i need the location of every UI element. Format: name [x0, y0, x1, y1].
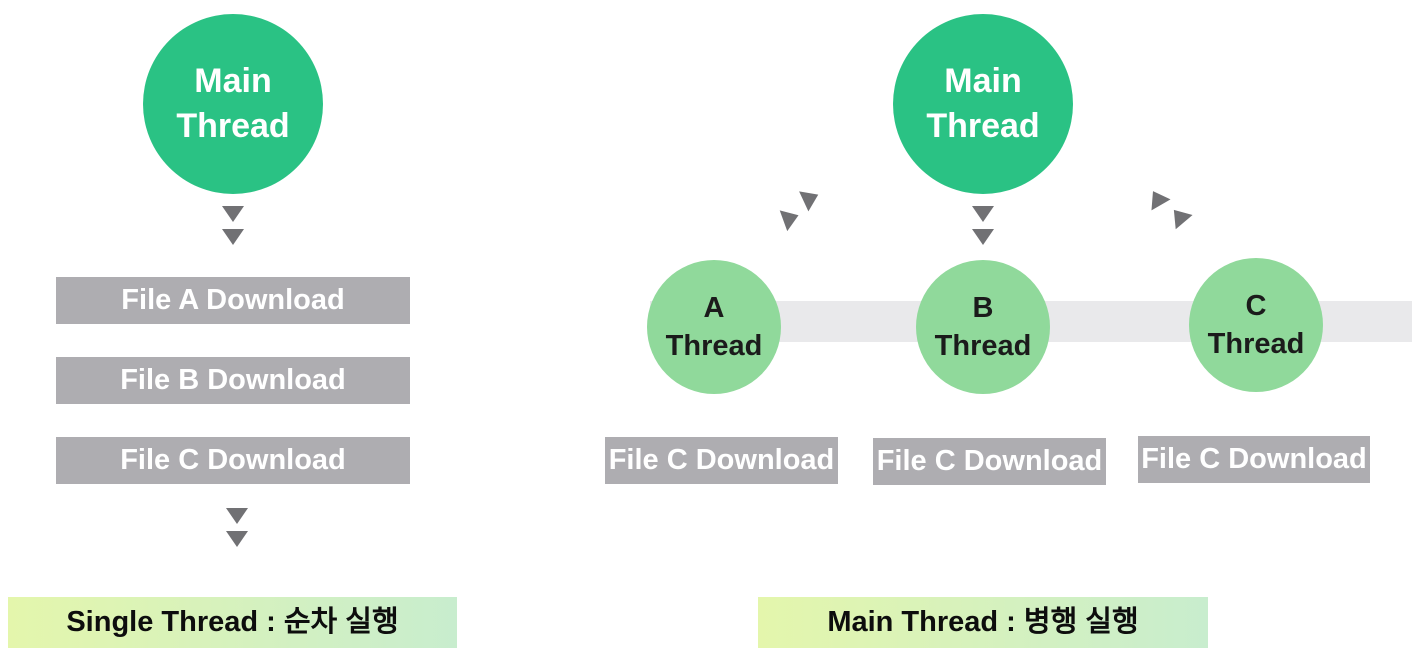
down-arrow-icon	[972, 206, 994, 222]
thread-c-circle: C Thread	[1189, 258, 1323, 392]
thread-word: Thread	[1207, 328, 1305, 360]
main-thread-caption: Main Thread : 병행 실행	[758, 597, 1208, 648]
download-bar-label: File C Download	[1141, 443, 1367, 475]
parallel-main-thread-circle: Main Thread	[893, 14, 1073, 194]
download-bar-label: File C Download	[608, 444, 835, 476]
thread-b-circle: B Thread	[916, 260, 1050, 394]
thread-word: Thread	[665, 330, 763, 362]
main-thread-label-line2: Thread	[926, 107, 1040, 145]
diagonal-arrow-icon	[799, 184, 823, 212]
diagonal-arrows-left-icon	[779, 184, 834, 240]
main-thread-caption-text: Main Thread : 병행 실행	[827, 606, 1139, 638]
download-bar-file-a: File A Download	[56, 277, 410, 324]
main-thread-label-line1: Main	[194, 62, 272, 100]
download-bar-thread-a: File C Download	[605, 437, 838, 484]
down-arrow-icon	[972, 229, 994, 245]
diagonal-arrow-icon	[1165, 202, 1193, 230]
download-bar-thread-b: File C Download	[873, 438, 1106, 485]
down-arrow-icon	[226, 531, 248, 547]
download-bar-file-c: File C Download	[56, 437, 410, 484]
thread-a-circle: A Thread	[647, 260, 781, 394]
download-bar-label: File A Download	[121, 284, 345, 316]
thread-word: Thread	[934, 330, 1032, 362]
download-bar-label: File C Download	[120, 444, 346, 476]
single-thread-caption-text: Single Thread : 순차 실행	[66, 606, 399, 638]
download-bar-label: File B Download	[120, 364, 346, 396]
download-bar-thread-c: File C Download	[1138, 436, 1370, 483]
diagonal-arrows-right-icon	[1143, 185, 1200, 242]
down-arrows-icon	[222, 206, 244, 245]
download-bar-file-b: File B Download	[56, 357, 410, 404]
main-thread-label-line1: Main	[944, 62, 1022, 100]
single-thread-caption: Single Thread : 순차 실행	[8, 597, 457, 648]
down-arrow-icon	[222, 206, 244, 222]
main-thread-label-line2: Thread	[176, 107, 290, 145]
thread-letter: A	[703, 292, 725, 324]
down-arrows-icon	[972, 206, 994, 245]
down-arrow-icon	[222, 229, 244, 245]
thread-letter: C	[1245, 290, 1267, 322]
download-bar-label: File C Download	[876, 445, 1103, 477]
thread-letter: B	[972, 292, 994, 324]
diagonal-arrow-icon	[779, 204, 803, 232]
diagonal-arrow-icon	[1143, 185, 1171, 211]
down-arrow-icon	[226, 508, 248, 524]
down-arrows-icon	[226, 508, 248, 547]
single-main-thread-circle: Main Thread	[143, 14, 323, 194]
